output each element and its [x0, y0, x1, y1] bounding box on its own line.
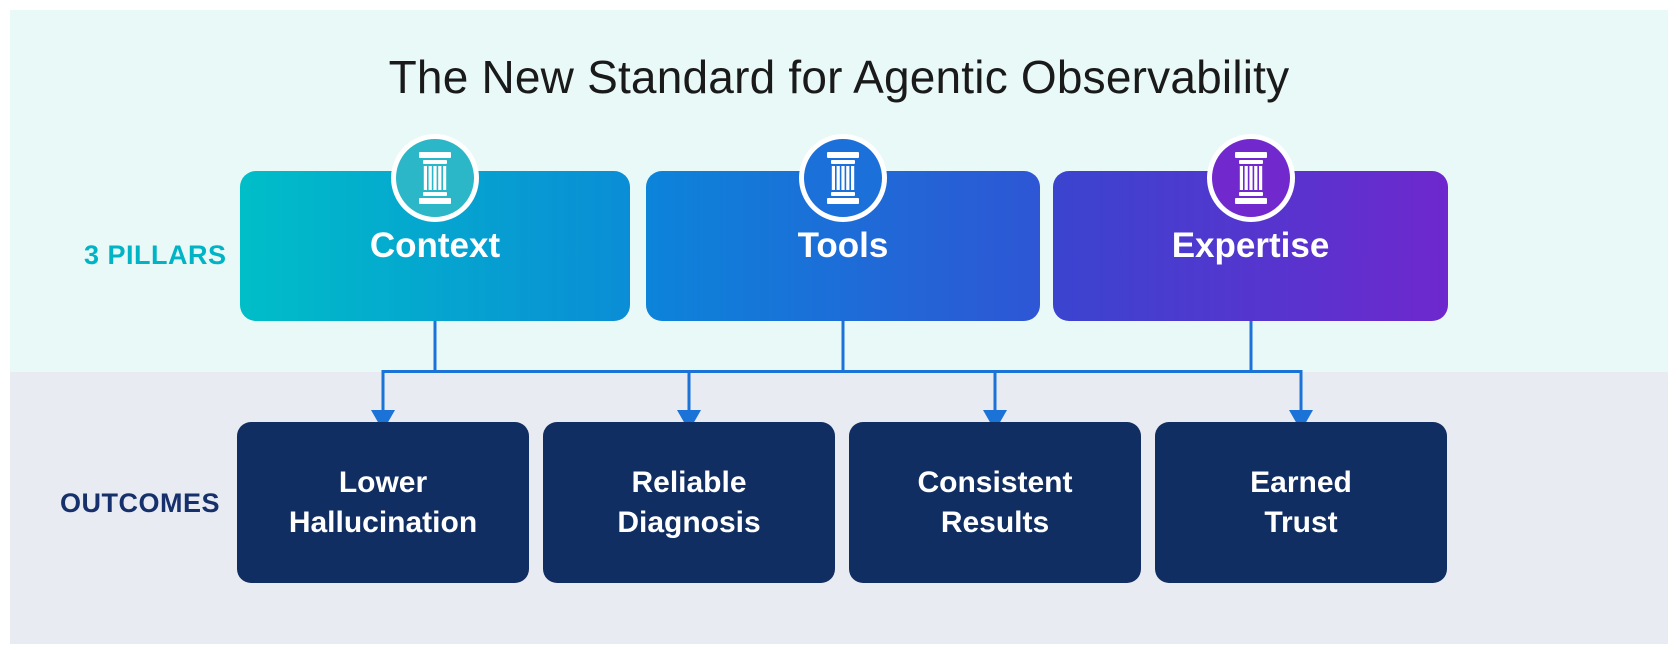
pillar-card-context: Context: [240, 134, 630, 321]
pillar-circle-tools: [799, 134, 887, 222]
outcome-box-reliable-diagnosis: Reliable Diagnosis: [543, 422, 835, 583]
outcome-label-line: Trust: [1264, 505, 1338, 539]
column-icon: [1234, 152, 1267, 204]
outcome-label-line: Lower: [338, 465, 428, 499]
column-icon: [419, 152, 451, 204]
outcome-label-line: Diagnosis: [617, 505, 761, 539]
outcome-label-line: Consistent: [917, 465, 1073, 499]
outcomes-section-label: OUTCOMES: [60, 488, 221, 518]
pillar-card-tools: Tools: [646, 134, 1040, 321]
outcome-label-line: Hallucination: [288, 505, 478, 539]
outcome-label-line: Earned: [1250, 465, 1352, 499]
outcome-label-line: Reliable: [631, 465, 747, 499]
pillar-label: Context: [369, 226, 501, 265]
page-title: The New Standard for Agentic Observabili…: [388, 51, 1290, 103]
pillar-circle-expertise: [1206, 134, 1295, 222]
outcome-box-earned-trust: Earned Trust: [1155, 422, 1447, 583]
pillars-section-label: 3 PILLARS: [84, 240, 227, 270]
pillar-circle-context: [391, 134, 479, 222]
outcome-box-consistent-results: Consistent Results: [849, 422, 1141, 583]
pillar-card-expertise: Expertise: [1053, 134, 1448, 321]
pillar-label: Tools: [797, 226, 889, 265]
outcome-label-line: Results: [940, 505, 1050, 539]
column-icon: [827, 152, 859, 204]
outcome-box-lower-hallucination: Lower Hallucination: [237, 422, 529, 583]
pillar-label: Expertise: [1171, 226, 1330, 265]
